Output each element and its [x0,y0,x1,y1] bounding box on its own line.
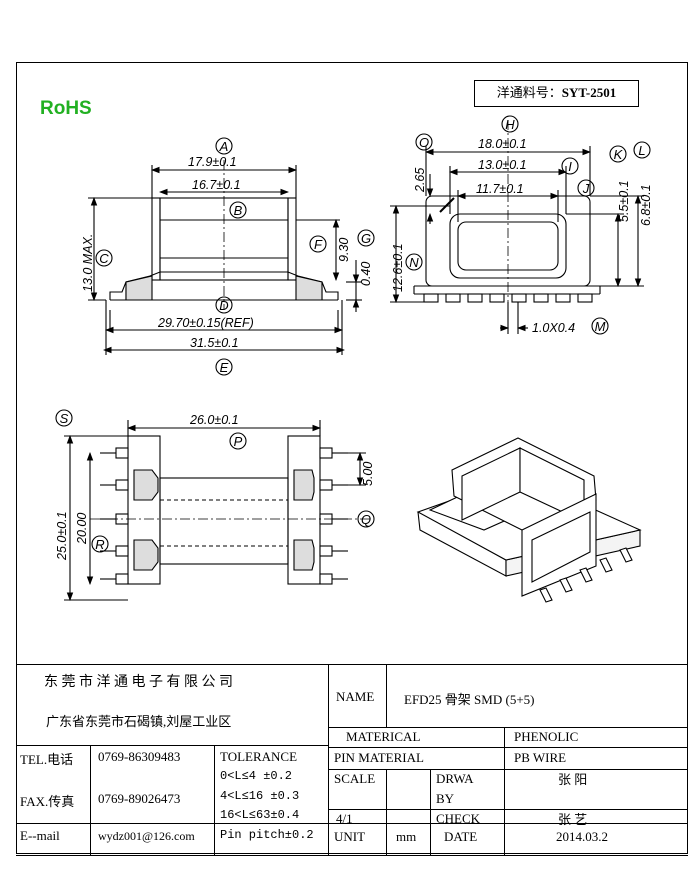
name-value: EFD25 骨架 SMD (5+5) [404,692,535,707]
company-address: 广东省东莞市石碣镇,刘屋工业区 [46,714,232,729]
dim-k-value: 5.5±0.1 [617,180,631,222]
material-value: PHENOLIC [514,729,579,744]
dim-p-value: 26.0±0.1 [189,413,239,427]
drawing-frame [16,62,688,854]
isometric-view [416,437,642,603]
dim-balloon-r: R [95,537,104,552]
dim-i-value: 13.0±0.1 [478,158,527,172]
dim-g-value: 0.40 [359,262,373,286]
unit-label: UNIT [334,829,366,844]
dim-l-value: 6.8±0.1 [639,184,653,226]
dim-c-value: 13.0 MAX. [81,234,95,292]
side-view [390,115,651,335]
title-block: 东 莞 市 洋 通 电 子 有 限 公 司 广东省东莞市石碣镇,刘屋工业区 NA… [16,664,688,856]
dim-d-value: 29.70±0.15(REF) [157,316,254,330]
drawn-value: 张 阳 [558,772,588,787]
dim-j-value: 11.7±0.1 [476,182,524,196]
drawn-label-1: DRWA [436,771,474,786]
dim-balloon-q: Q [361,512,371,527]
dim-balloon-c: C [99,251,109,266]
email-label: E--mail [20,828,60,843]
dim-balloon-e: E [220,360,229,375]
dim-b-value: 16.7±0.1 [192,178,241,192]
front-view [88,137,375,376]
dim-r-value: 20.00 [75,513,89,545]
dim-q-value: 5.00 [361,462,375,486]
part-number-box: 洋通料号：SYT-2501 [474,80,639,107]
material-label: MATERICAL [346,729,421,744]
fax-value: 0769-89026473 [98,791,181,806]
email-value: wydz001@126.com [98,829,195,843]
rohs-mark: RoHS [40,98,92,119]
check-label: CHECK [436,811,481,826]
tolerance-row-1: 0<L≤4 ±0.2 [220,769,293,783]
dim-m-value: 1.0X0.4 [532,321,575,335]
dim-e-value: 31.5±0.1 [190,336,239,350]
dim-balloon-l: L [638,143,645,158]
dim-balloon-f: F [314,237,323,252]
part-number-label: 洋通料号： [496,85,562,100]
dim-balloon-s: S [60,411,69,426]
dim-balloon-d: D [219,298,228,313]
unit-value: mm [396,829,417,844]
dim-h-value: 18.0±0.1 [478,137,527,151]
dim-balloon-j: J [582,181,590,196]
pin-material-value: PB WIRE [514,750,567,765]
tel-value: 0769-86309483 [98,749,181,764]
tolerance-row-3: 16<L≤63±0.4 [220,808,300,822]
scale-label: SCALE [334,771,376,786]
dim-balloon-n: N [409,255,419,270]
bottom-view [55,409,375,602]
dim-n-value: 12.6±0.1 [391,243,405,292]
tel-label: TEL.电话 [20,752,74,767]
name-label: NAME [336,689,375,704]
tolerance-row-2: 4<L≤16 ±0.3 [220,789,300,803]
dim-balloon-g: G [361,231,371,246]
dim-f-value: 9.30 [337,238,351,262]
dim-balloon-m: M [595,319,606,334]
drawn-label-2: BY [436,791,455,806]
dim-a-value: 17.9±0.1 [188,155,237,169]
company-name: 东 莞 市 洋 通 电 子 有 限 公 司 [44,675,233,690]
check-value: 张 艺 [558,812,588,827]
date-value: 2014.03.2 [556,829,608,844]
dim-balloon-b: B [234,203,243,218]
tolerance-label: TOLERANCE [220,749,298,764]
dim-s-value: 25.0±0.1 [55,511,69,561]
dim-balloon-h: H [505,117,515,132]
dim-balloon-k: K [614,147,624,162]
dim-balloon-p: P [234,434,243,449]
dim-o-value: 2.65 [413,168,427,193]
dim-balloon-a: A [219,139,229,154]
fax-label: FAX.传真 [20,794,75,809]
dim-balloon-o: O [419,135,429,150]
scale-value: 4/1 [336,811,353,826]
dim-balloon-i: I [568,159,572,174]
pin-material-label: PIN MATERIAL [334,750,424,765]
tolerance-row-4: Pin pitch±0.2 [220,828,314,842]
date-label: DATE [444,829,478,844]
part-number: SYT-2501 [561,85,617,100]
